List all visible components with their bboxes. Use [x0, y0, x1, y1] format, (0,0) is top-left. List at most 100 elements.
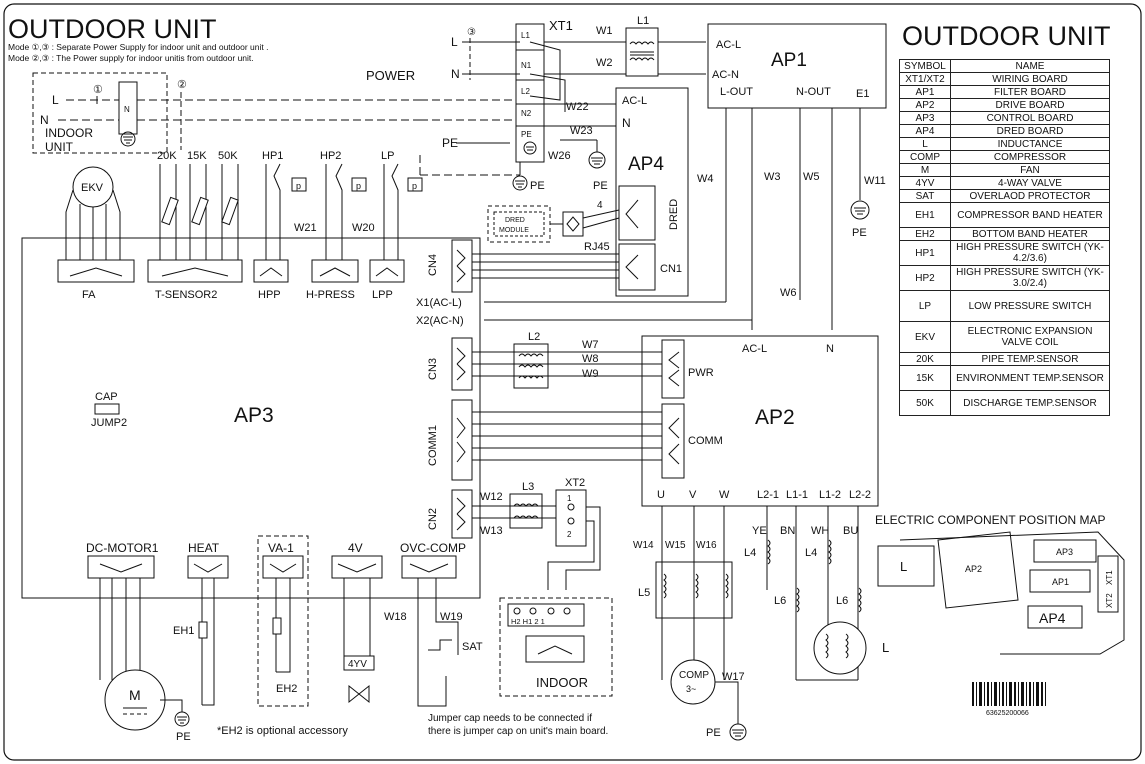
row-symbol: 15K: [899, 365, 951, 391]
rj45-label: RJ45: [584, 241, 610, 253]
eh1-heater: [198, 621, 208, 639]
lpp-label: LPP: [372, 289, 393, 301]
power-pe: PE: [442, 136, 458, 150]
t50k-label: 50K: [218, 150, 238, 162]
ovc-comp-connector: [401, 555, 457, 579]
indoor-connector: [525, 635, 585, 663]
mode3-marker: ③: [467, 27, 476, 38]
indoor-box: [499, 597, 613, 697]
ap2-ac-l: AC-L: [742, 343, 767, 355]
row-symbol: LP: [899, 290, 951, 322]
wire-w3: W3: [764, 171, 781, 183]
four-v-connector: [331, 555, 383, 579]
ap1-e1: E1: [856, 88, 869, 100]
comm-connector: [661, 403, 685, 479]
wire-w5: W5: [803, 171, 820, 183]
map-ap1: AP1: [1052, 577, 1069, 587]
map-xt-box: [1097, 555, 1119, 613]
motor-l-label: L: [882, 640, 889, 655]
heat-label: HEAT: [188, 541, 220, 555]
ap1-label: AP1: [771, 50, 807, 71]
row-symbol: 50K: [899, 390, 951, 416]
cn4-connector: [451, 239, 473, 293]
pe-label-3: PE: [852, 227, 867, 239]
fan-motor-l: [813, 621, 867, 675]
pe-ground-icon-comp: [729, 723, 747, 741]
dred-module-label-2: MODULE: [499, 227, 529, 234]
ap2-drive-board: [641, 335, 879, 507]
indoor-unit-label-2: UNIT: [45, 140, 74, 154]
row-name: PIPE TEMP.SENSOR: [950, 352, 1110, 366]
x1-label: X1(AC-L): [416, 297, 462, 309]
wire-w23: W23: [570, 125, 593, 137]
l4-label-b: L4: [805, 547, 817, 559]
pe-label-comp: PE: [706, 727, 721, 739]
svg-text:p: p: [296, 181, 301, 191]
eh1-label: EH1: [173, 625, 194, 637]
svg-text:p: p: [412, 181, 417, 191]
fa-label: FA: [82, 289, 96, 301]
header-name: NAME: [950, 59, 1110, 73]
t-sensor2-connector: [147, 259, 243, 283]
fa-connector: [57, 259, 135, 283]
motor-m-label: M: [129, 687, 141, 703]
lp-label: LP: [381, 150, 394, 162]
page-frame: [3, 3, 1142, 761]
xt2-term-1: 1: [567, 494, 572, 503]
four-way-valve-icon: [348, 684, 370, 704]
cn1-label: CN1: [660, 263, 682, 275]
row-name: FILTER BOARD: [950, 85, 1110, 99]
l6-label-a: L6: [774, 595, 786, 607]
ap1-filter-board: [707, 23, 887, 109]
l2-inductor: [513, 343, 549, 389]
barcode-number: 63625200066: [986, 710, 1029, 717]
wire-bu: BU: [843, 525, 858, 537]
pe-label-motor: PE: [176, 731, 191, 743]
hpp-connector: [253, 259, 289, 283]
header-symbol: SYMBOL: [899, 59, 951, 73]
indoor-n-label: N: [40, 113, 49, 127]
sensor-15k: [191, 196, 209, 226]
eh2-heater: [272, 617, 282, 635]
indoor-unit-label-1: INDOOR: [45, 126, 93, 140]
row-name: DRED BOARD: [950, 124, 1110, 138]
row-name: FAN: [950, 163, 1110, 177]
row-name: HIGH PRESSURE SWITCH (YK-3.0/2.4): [950, 265, 1110, 291]
dred-module-outer: [487, 205, 551, 243]
wire-w19: W19: [440, 611, 463, 623]
row-name: DRIVE BOARD: [950, 98, 1110, 112]
va1-label: VA-1: [268, 541, 294, 555]
ap2-l1-1: L1-1: [786, 489, 808, 501]
rj45-port: [562, 211, 584, 237]
wire-4: 4: [597, 200, 603, 211]
comm1-label: COMM1: [427, 425, 439, 466]
pwr-connector: [661, 339, 685, 399]
dred-module-label-1: DRED: [505, 217, 525, 224]
map-ap1-box: [1029, 569, 1091, 593]
dred-label: DRED: [668, 199, 680, 230]
indoor-label: INDOOR: [536, 675, 588, 690]
jump2-label: JUMP2: [91, 417, 127, 429]
l5-label: L5: [638, 587, 650, 599]
ap3-control-board: [21, 237, 481, 599]
ap1-ac-l: AC-L: [716, 39, 741, 51]
power-l: L: [451, 35, 458, 49]
row-symbol: COMP: [899, 150, 951, 164]
row-symbol: EH1: [899, 202, 951, 228]
map-ap4: AP4: [1039, 610, 1066, 626]
ovc-comp-label: OVC-COMP: [400, 541, 466, 555]
row-name: CONTROL BOARD: [950, 111, 1110, 125]
hp1-switch: [291, 177, 307, 192]
row-name: COMPRESSOR BAND HEATER: [950, 202, 1110, 228]
wire-w21: W21: [294, 222, 317, 234]
l1-label: L1: [637, 15, 649, 27]
hp2-switch: [351, 177, 367, 192]
